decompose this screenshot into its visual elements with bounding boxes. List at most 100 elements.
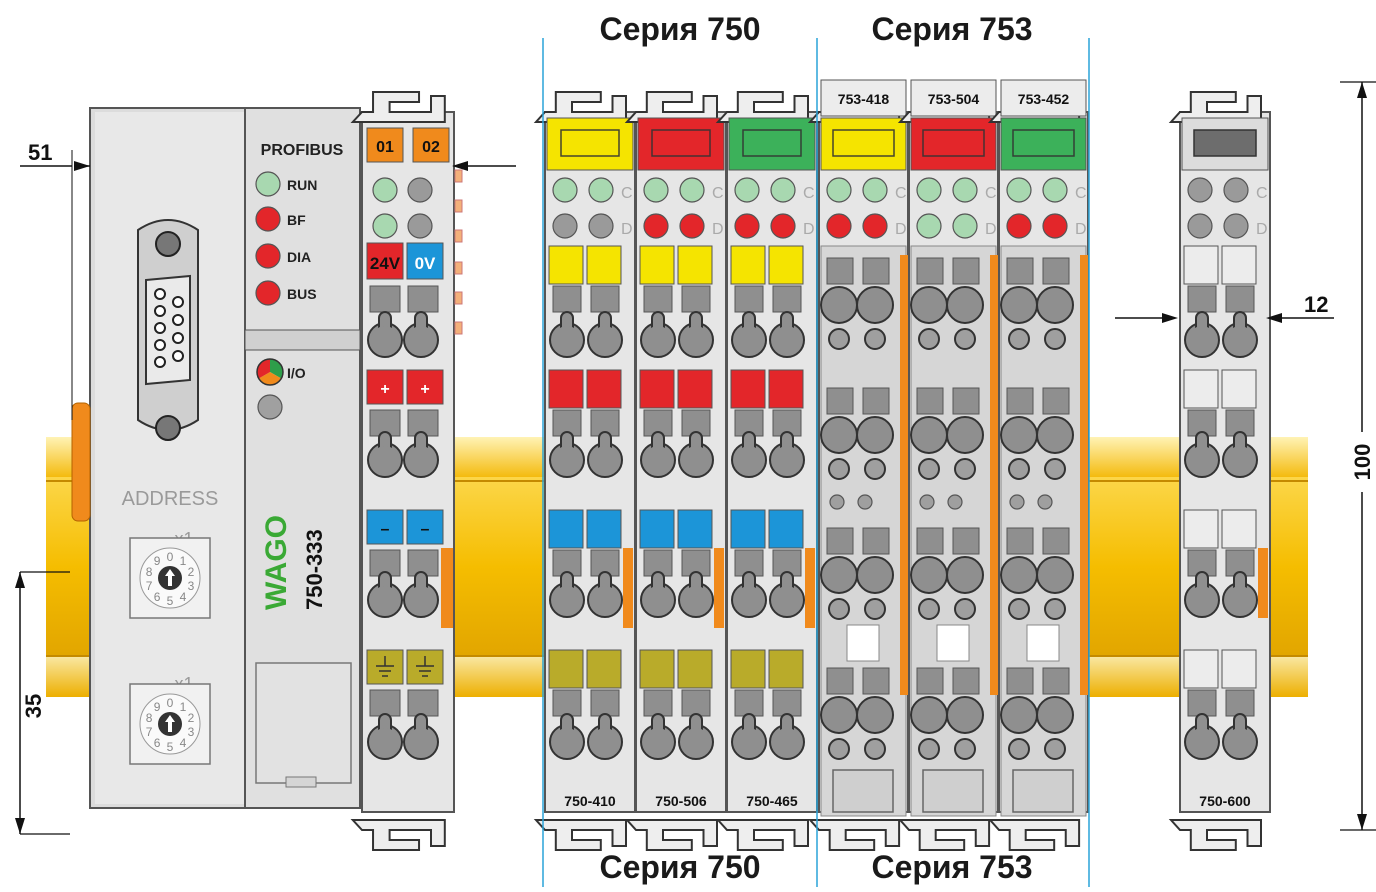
clamp-opening <box>952 257 980 285</box>
module-part-number: 750-600 <box>1199 793 1251 809</box>
status-led <box>1187 177 1213 203</box>
clamp-terminal <box>769 571 805 618</box>
status-led <box>255 171 281 197</box>
clamp-terminal <box>731 713 767 760</box>
clamp-fill <box>644 326 672 354</box>
clamp-fill <box>735 326 763 354</box>
clamp-terminal-753 <box>856 416 894 480</box>
status-led-label: RUN <box>287 177 317 193</box>
clamp-terminal <box>403 431 439 478</box>
clamp-fill <box>1226 326 1254 354</box>
potential-block <box>1183 649 1219 689</box>
potential-block <box>406 649 444 685</box>
switch-digit: 9 <box>154 554 161 568</box>
clamp-big <box>946 286 984 324</box>
clamp-small <box>828 458 850 480</box>
status-led <box>588 213 614 239</box>
module-part-number: 750-465 <box>746 793 798 809</box>
io-module-753: 753-504 <box>897 79 999 851</box>
clamp-terminal-753 <box>946 286 984 350</box>
status-led <box>1006 177 1032 203</box>
coding-pin <box>919 494 935 510</box>
housing-profile <box>807 819 901 851</box>
clamp-terminal <box>1184 713 1220 760</box>
io-module-750: 750-410 <box>533 91 636 851</box>
led-letter: C <box>803 185 815 202</box>
led-letter: C <box>985 185 997 202</box>
status-led-label: BUS <box>287 286 317 302</box>
status-led <box>734 213 760 239</box>
dim-35-label: 35 <box>21 694 46 718</box>
dim-51-label: 51 <box>28 140 52 165</box>
clamp-opening <box>826 527 854 555</box>
clamp-small <box>918 738 940 760</box>
clamp-small <box>864 598 886 620</box>
sub-d-pin <box>154 305 166 317</box>
led-letter: D <box>803 221 815 238</box>
housing-profile <box>987 819 1081 851</box>
clamp-fill <box>591 446 619 474</box>
jumper-contact <box>1080 255 1088 695</box>
status-led <box>255 206 281 232</box>
clamp-terminal <box>1222 431 1258 478</box>
clamp-opening <box>826 667 854 695</box>
coding-pin <box>829 494 845 510</box>
clamp-fill <box>371 326 399 354</box>
clamp-big <box>946 696 984 734</box>
potential-sign: – <box>421 521 430 538</box>
clamp-opening <box>1042 387 1070 415</box>
bus-name: PROFIBUS <box>261 142 344 159</box>
clamp-big <box>1000 416 1038 454</box>
clamp-opening <box>1006 387 1034 415</box>
potential-block <box>1221 509 1257 549</box>
potential-block <box>730 509 766 549</box>
clamp-small <box>1044 328 1066 350</box>
clamp-terminal <box>731 571 767 618</box>
clamp-fill <box>553 586 581 614</box>
clamp-terminal-753 <box>1036 286 1074 350</box>
led-letter: D <box>712 221 724 238</box>
arrow-up-icon <box>165 715 175 732</box>
potential-block <box>1183 245 1219 285</box>
clamp-fill <box>682 446 710 474</box>
clamp-terminal <box>367 571 403 618</box>
clamp-terminal <box>731 431 767 478</box>
status-led <box>643 177 669 203</box>
voltage-0v-block <box>406 242 444 280</box>
clamp-opening <box>1225 285 1255 313</box>
release-lever <box>832 769 894 813</box>
status-led <box>372 213 398 239</box>
clamp-terminal-753 <box>1036 556 1074 620</box>
clamp-fill <box>644 446 672 474</box>
switch-digit: 0 <box>167 696 174 710</box>
voltage-0v-label: 0V <box>415 254 436 273</box>
coupler-model: 750-333 <box>302 529 327 610</box>
switch-digit: 3 <box>188 725 195 739</box>
module-part-number: 753-452 <box>1018 91 1070 107</box>
status-led <box>679 213 705 239</box>
clamp-big <box>1000 286 1038 324</box>
clamp-opening <box>552 285 582 313</box>
clamp-terminal <box>731 311 767 358</box>
module-part-number: 753-418 <box>838 91 890 107</box>
series-guide-lines <box>542 38 1090 887</box>
profile-shape <box>624 819 718 851</box>
clamp-small <box>828 328 850 350</box>
clamp-big <box>910 696 948 734</box>
status-led <box>770 213 796 239</box>
clamp-big <box>910 556 948 594</box>
cover-flap <box>255 662 352 784</box>
potential-block <box>768 509 804 549</box>
clamp-fill <box>371 446 399 474</box>
potential-block <box>586 369 622 409</box>
marker-window <box>651 129 711 157</box>
clamp-opening <box>862 667 890 695</box>
clamp-big <box>946 416 984 454</box>
clamp-fill <box>1188 446 1216 474</box>
status-led <box>862 177 888 203</box>
potential-block <box>639 369 675 409</box>
potential-block <box>1183 369 1219 409</box>
header-tab <box>1000 79 1087 117</box>
clamp-opening <box>643 285 673 313</box>
ground-symbol <box>376 656 394 677</box>
